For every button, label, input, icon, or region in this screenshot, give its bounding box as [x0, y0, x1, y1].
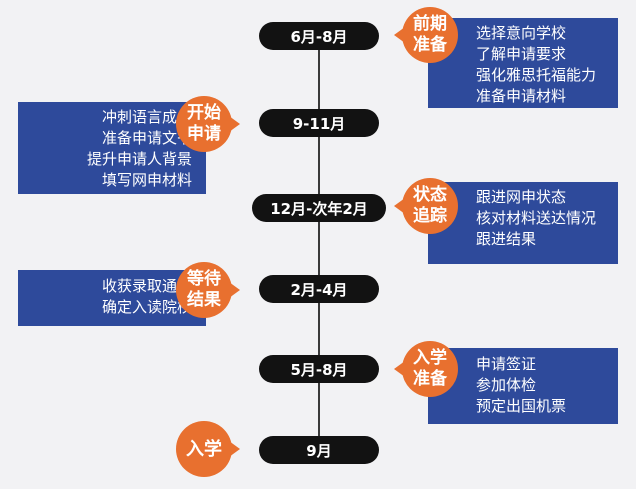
task-item: 冲刺语言成绩	[101, 108, 192, 126]
task-item: 选择意向学校	[476, 24, 567, 42]
task-item: 参加体检	[476, 376, 537, 394]
badge-line: 入学	[413, 348, 447, 368]
task-item: 收获录取通知	[101, 277, 192, 295]
stage-badge-2: 开始 申请	[176, 96, 240, 152]
task-box-stage-4: 收获录取通知 确定入读院校	[18, 270, 206, 326]
period-pill-4: 2月-4月	[259, 275, 379, 303]
period-pill-6: 9月	[259, 436, 379, 464]
timeline-axis	[318, 36, 320, 452]
stage-badge-4: 等待 结果	[176, 262, 240, 318]
stage-badge-3: 状态 追踪	[394, 178, 458, 234]
badge-line: 准备	[413, 35, 447, 55]
period-pill-1: 6月-8月	[259, 22, 379, 50]
task-item: 跟进结果	[476, 230, 537, 248]
badge-line: 前期	[413, 14, 447, 34]
badge-line: 等待	[187, 269, 221, 289]
badge-line: 追踪	[413, 206, 447, 226]
badge-line: 入学	[186, 438, 222, 460]
period-pill-5: 5月-8月	[259, 355, 379, 383]
badge-line: 状态	[413, 185, 447, 205]
task-item: 预定出国机票	[476, 397, 567, 415]
badge-line: 结果	[187, 290, 221, 310]
stage-badge-1: 前期 准备	[394, 7, 458, 63]
badge-line: 开始	[187, 103, 221, 123]
task-item: 跟进网申状态	[476, 188, 567, 206]
task-item: 强化雅思托福能力	[476, 66, 597, 84]
badge-line: 准备	[413, 369, 447, 389]
period-pill-2: 9-11月	[259, 109, 379, 137]
task-item: 提升申请人背景	[86, 150, 192, 168]
task-item: 核对材料送达情况	[476, 209, 597, 227]
badge-line: 申请	[187, 124, 221, 144]
stage-badge-6: 入学	[176, 421, 240, 477]
task-box-stage-3: 跟进网申状态 核对材料送达情况 跟进结果	[428, 182, 618, 264]
task-item: 填写网申材料	[101, 171, 192, 189]
task-item: 准备申请材料	[476, 87, 567, 105]
task-box-stage-2: 冲刺语言成绩 准备申请文书 提升申请人背景 填写网申材料	[18, 102, 206, 194]
task-item: 申请签证	[476, 355, 537, 373]
task-box-stage-1: 选择意向学校 了解申请要求 强化雅思托福能力 准备申请材料	[428, 18, 618, 108]
task-item: 了解申请要求	[476, 45, 567, 63]
task-item: 准备申请文书	[101, 129, 192, 147]
task-item: 确定入读院校	[101, 298, 192, 316]
task-box-stage-5: 申请签证 参加体检 预定出国机票	[428, 348, 618, 424]
stage-badge-5: 入学 准备	[394, 341, 458, 397]
period-pill-3: 12月-次年2月	[252, 194, 386, 222]
